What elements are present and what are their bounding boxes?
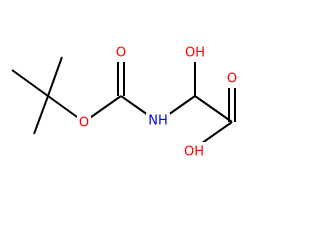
hydroxyl-label: OH [185, 46, 205, 61]
carbonyl-oxygen-label: O [116, 46, 126, 61]
bond-alpha-c-acid-c [194, 95, 233, 123]
bond-tbu-methyl-left [11, 69, 49, 97]
acid-hydroxyl-label: OH [184, 145, 204, 160]
atom-labels: O O NH OH O OH [77, 46, 239, 160]
bonds [11, 56, 236, 149]
bond-tbu-methyl-top [47, 56, 63, 97]
bond-tbu-methyl-bottom [33, 95, 49, 135]
amine-nh-label: NH [148, 114, 168, 129]
boc-amino-hydroxyacetic-acid-structure: O O NH OH O OH [11, 46, 239, 160]
ester-oxygen-label: O [79, 116, 89, 131]
acid-carbonyl-oxygen-label: O [227, 72, 237, 87]
